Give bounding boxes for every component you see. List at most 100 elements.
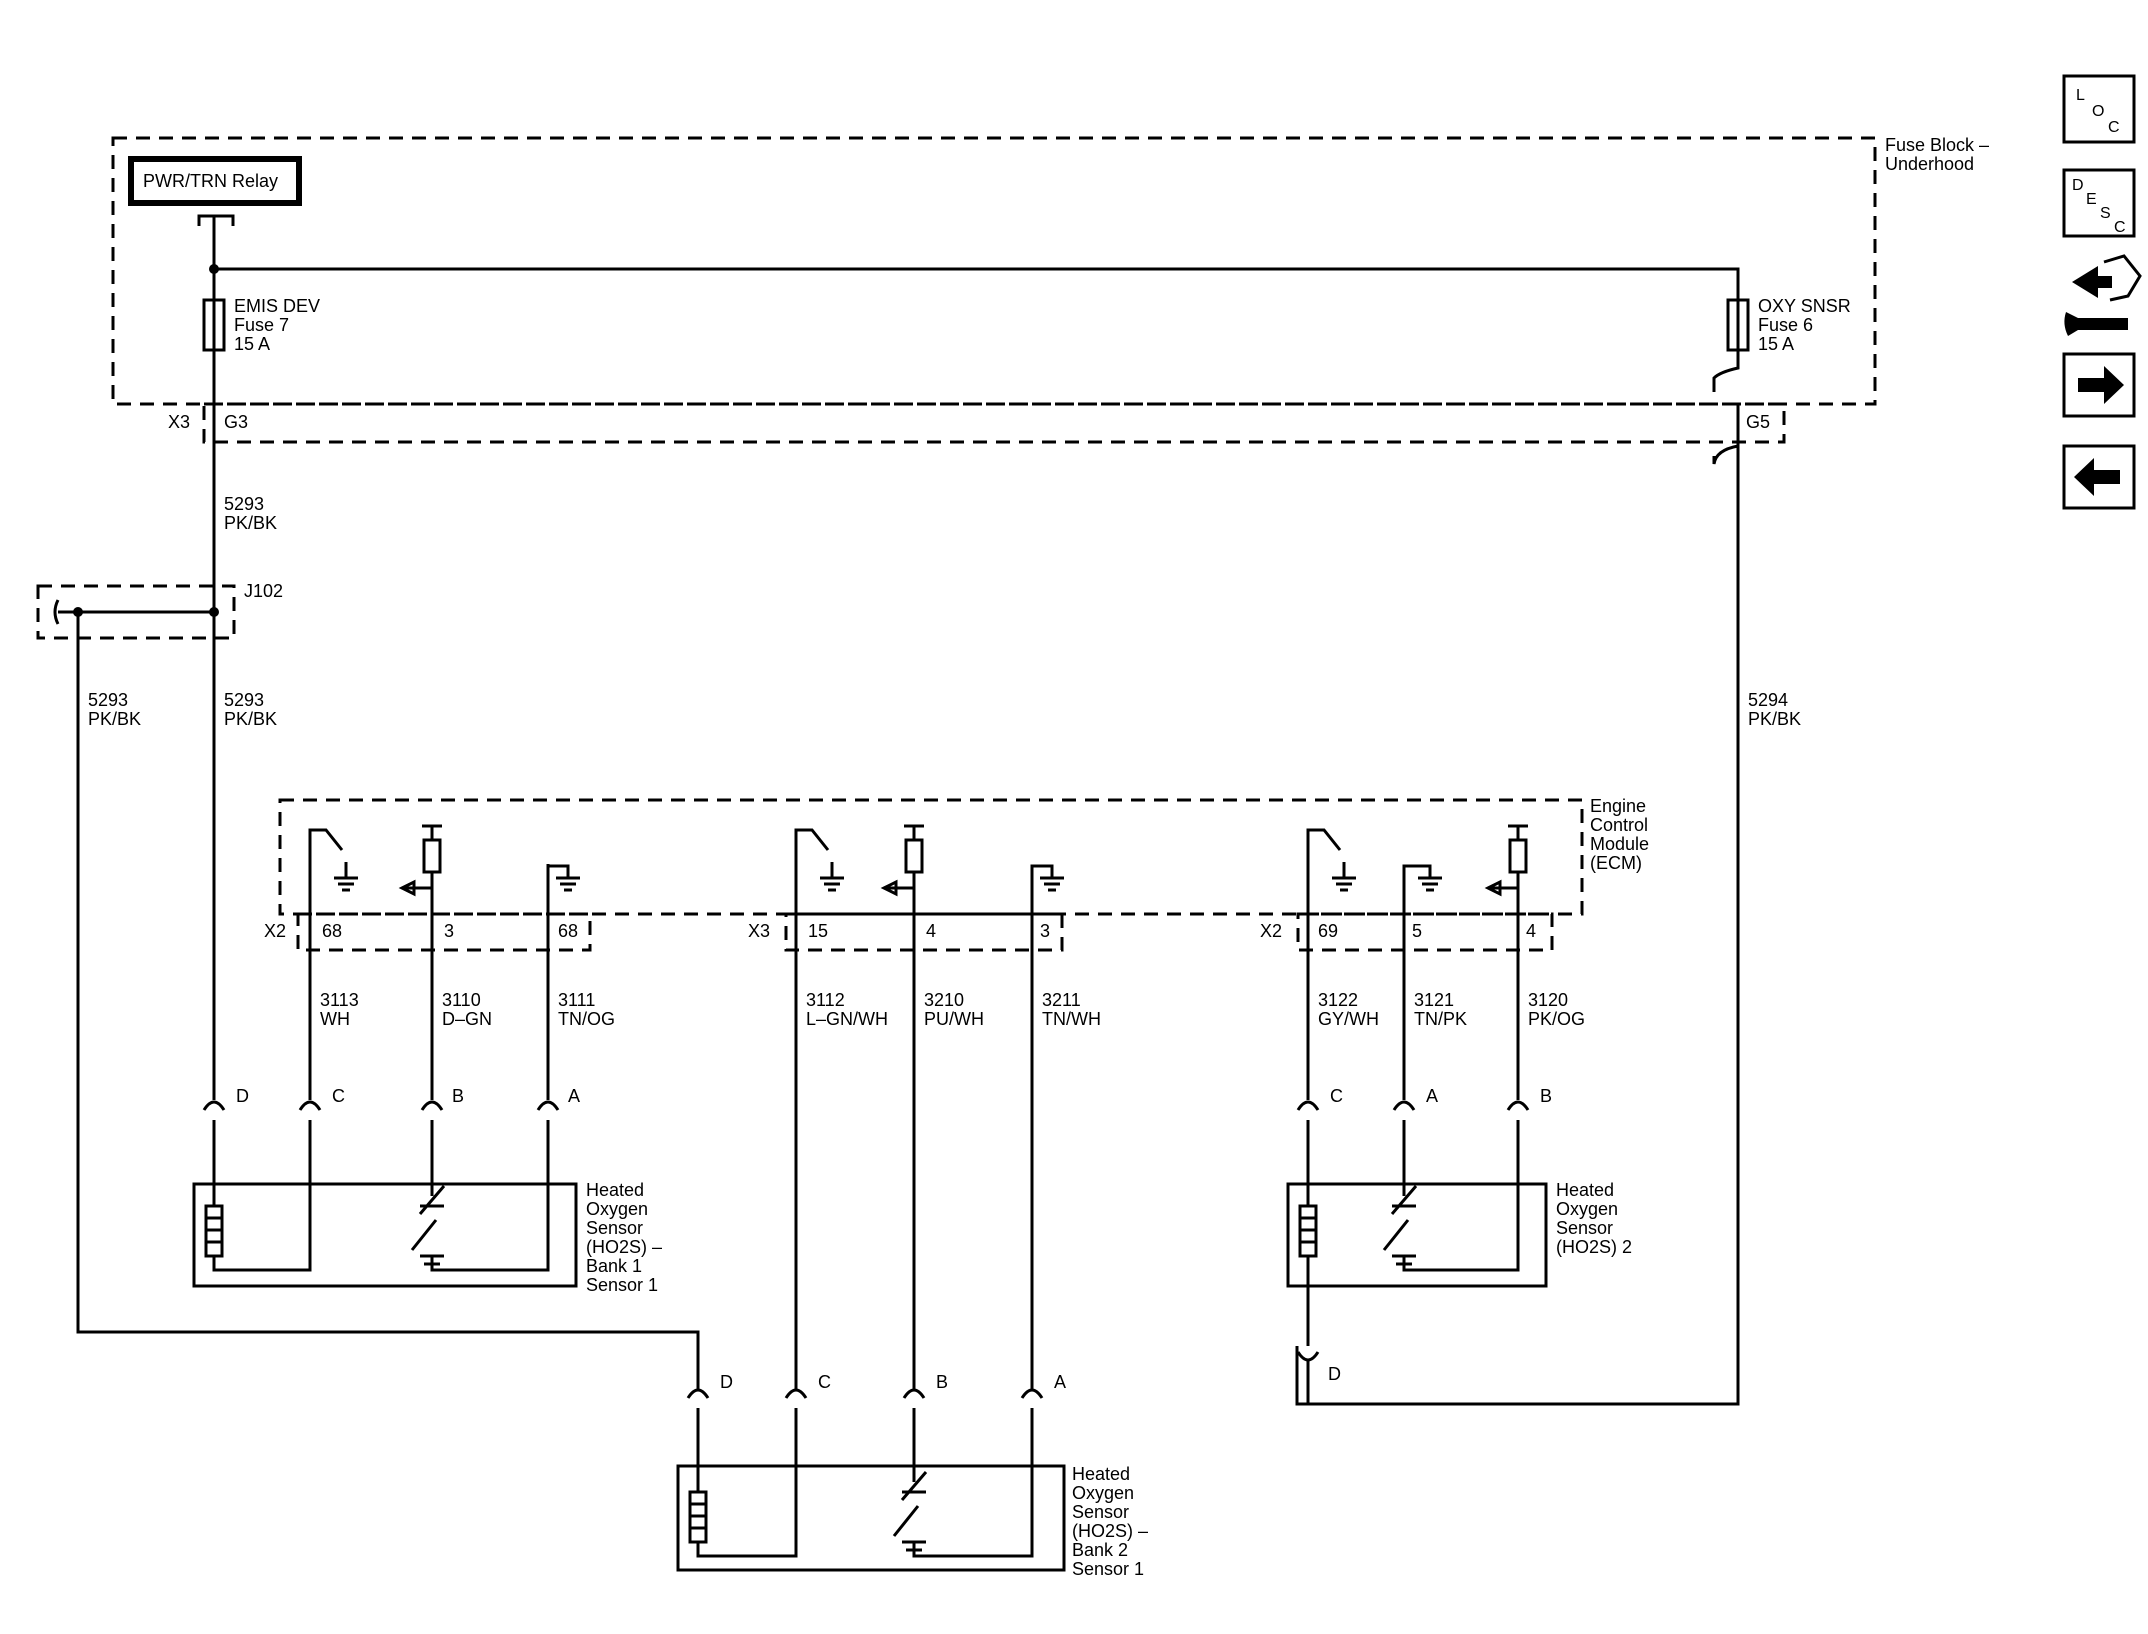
sensor-b1s1-pin-b: B	[452, 1086, 464, 1106]
wire-5293-left-num: 5293	[88, 690, 128, 710]
connector-x2-left-outline	[296, 912, 592, 952]
connector-x3-mid-outline	[784, 912, 1064, 952]
wire-3113-color: WH	[320, 1009, 350, 1029]
sensor-2-pin-c: C	[1330, 1086, 1343, 1106]
connector-x3-label: X3	[168, 412, 190, 432]
ecm-pin-right-1: 69	[1318, 921, 1338, 941]
sensor-b2s1-body	[676, 1464, 1066, 1572]
fuse-block-label-1: Fuse Block –	[1885, 135, 1989, 155]
sensor-2-pin-b: B	[1540, 1086, 1552, 1106]
desc-button[interactable]: D E S C	[2062, 168, 2136, 238]
fuse-left-name: EMIS DEV	[234, 296, 320, 316]
sensor-2-pin-d-connector	[1296, 1330, 1320, 1406]
fuse-block-outline	[111, 136, 1877, 406]
sensor-2-label-3: Sensor	[1556, 1218, 1613, 1238]
ecm-pin-left-1: 68	[322, 921, 342, 941]
wire-3120-num: 3120	[1528, 990, 1568, 1010]
sensor-2-connector	[1296, 1100, 1530, 1136]
wire-3112-color: L–GN/WH	[806, 1009, 888, 1029]
sensor-b1s1-label-4: (HO2S) –	[586, 1237, 662, 1257]
ecm-pin-right-2: 5	[1412, 921, 1422, 941]
wire-5294-color: PK/BK	[1748, 709, 1801, 729]
connector-x3-mid-label: X3	[748, 921, 770, 941]
sensor-b2s1-pin-d: D	[720, 1372, 733, 1392]
ecm-pin-mid-2: 4	[926, 921, 936, 941]
arrow-left-icon[interactable]	[2062, 444, 2136, 510]
sensor-b1s1-connector	[202, 1100, 560, 1136]
arrow-right-icon[interactable]	[2062, 352, 2136, 418]
loc-letter-c: C	[2108, 119, 2120, 136]
connector-x2-right-label: X2	[1260, 921, 1282, 941]
sensor-b1s1-body	[192, 1182, 578, 1288]
loc-button[interactable]: L O C	[2062, 74, 2136, 144]
ecm-circuit-mid	[794, 824, 1064, 1390]
sensor-2-pin-a: A	[1426, 1086, 1438, 1106]
wire-3121-num: 3121	[1414, 990, 1454, 1010]
sensor-b1s1-label-6: Sensor 1	[586, 1275, 658, 1295]
relay-contact	[197, 214, 235, 232]
sensor-2-internals	[1298, 1136, 1520, 1330]
wire-5293-right-num: 5293	[224, 690, 264, 710]
wire-5293-right-color: PK/BK	[224, 709, 277, 729]
desc-letter-e: E	[2086, 191, 2097, 208]
wire-3111-num: 3111	[558, 990, 595, 1010]
ecm-pin-left-3: 68	[558, 921, 578, 941]
sensor-b2s1-internals	[688, 1424, 1034, 1558]
wire-bus-top	[214, 267, 1740, 300]
loc-letter-l: L	[2076, 87, 2085, 104]
sensor-2-label-2: Oxygen	[1556, 1199, 1618, 1219]
splice-dot-bus	[209, 264, 219, 274]
sensor-2-body	[1286, 1182, 1548, 1288]
ecm-label-2: Control	[1590, 815, 1648, 835]
wire-oxy-fuse-down	[1712, 350, 1740, 392]
desc-letter-c: C	[2114, 219, 2126, 236]
wire-5293-left-color: PK/BK	[88, 709, 141, 729]
wire-5294-break	[1295, 444, 1740, 1406]
connector-tool-icon[interactable]	[2064, 254, 2142, 336]
sensor-b2s1-label-2: Oxygen	[1072, 1483, 1134, 1503]
sensor-b2s1-connector	[686, 1388, 1044, 1424]
ecm-pin-right-3: 4	[1526, 921, 1536, 941]
sensor-b1s1-label-3: Sensor	[586, 1218, 643, 1238]
wire-j102-stub	[53, 599, 78, 625]
desc-letter-d: D	[2072, 177, 2084, 194]
wire-3122-num: 3122	[1318, 990, 1358, 1010]
splice-j102-label: J102	[244, 581, 283, 601]
connector-x2-right-outline	[1296, 912, 1554, 952]
wire-5294-num: 5294	[1748, 690, 1788, 710]
sensor-b2s1-label-3: Sensor	[1072, 1502, 1129, 1522]
connector-g3-label: G3	[224, 412, 248, 432]
connector-x2-left-label: X2	[264, 921, 286, 941]
sensor-b2s1-label-1: Heated	[1072, 1464, 1130, 1484]
pwr-trn-relay-label: PWR/TRN Relay	[143, 171, 278, 191]
fuse-left-number: Fuse 7	[234, 315, 289, 335]
wire-3122-color: GY/WH	[1318, 1009, 1379, 1029]
fuse-block-label-2: Underhood	[1885, 154, 1974, 174]
wire-3110-num: 3110	[442, 990, 481, 1010]
sensor-b1s1-pin-d: D	[236, 1086, 249, 1106]
sensor-b2s1-pin-a: A	[1054, 1372, 1066, 1392]
fuse-left-rating: 15 A	[234, 334, 270, 354]
sensor-b2s1-pin-b: B	[936, 1372, 948, 1392]
fuse-right-number: Fuse 6	[1758, 315, 1813, 335]
wire-3121-color: TN/PK	[1414, 1009, 1467, 1029]
wire-3211-color: TN/WH	[1042, 1009, 1101, 1029]
wire-5293-left	[76, 612, 700, 1390]
sensor-2-label-1: Heated	[1556, 1180, 1614, 1200]
wire-3111-color: TN/OG	[558, 1009, 615, 1029]
desc-letter-s: S	[2100, 205, 2111, 222]
sensor-b1s1-pin-a: A	[568, 1086, 580, 1106]
ecm-circuit-left	[308, 824, 580, 1100]
pwr-trn-relay-box	[128, 156, 302, 206]
sensor-b1s1-internals	[204, 1136, 550, 1272]
sensor-2-pin-d: D	[1328, 1364, 1341, 1384]
ecm-pin-mid-3: 3	[1040, 921, 1050, 941]
ecm-label-1: Engine	[1590, 796, 1646, 816]
fuse-right-name: OXY SNSR	[1758, 296, 1851, 316]
sensor-b1s1-label-5: Bank 1	[586, 1256, 642, 1276]
sensor-b2s1-label-5: Bank 2	[1072, 1540, 1128, 1560]
sensor-b1s1-label-2: Oxygen	[586, 1199, 648, 1219]
loc-letter-o: O	[2092, 103, 2104, 120]
sensor-b2s1-label-4: (HO2S) –	[1072, 1521, 1148, 1541]
splice-j102-dot-right	[209, 607, 219, 617]
